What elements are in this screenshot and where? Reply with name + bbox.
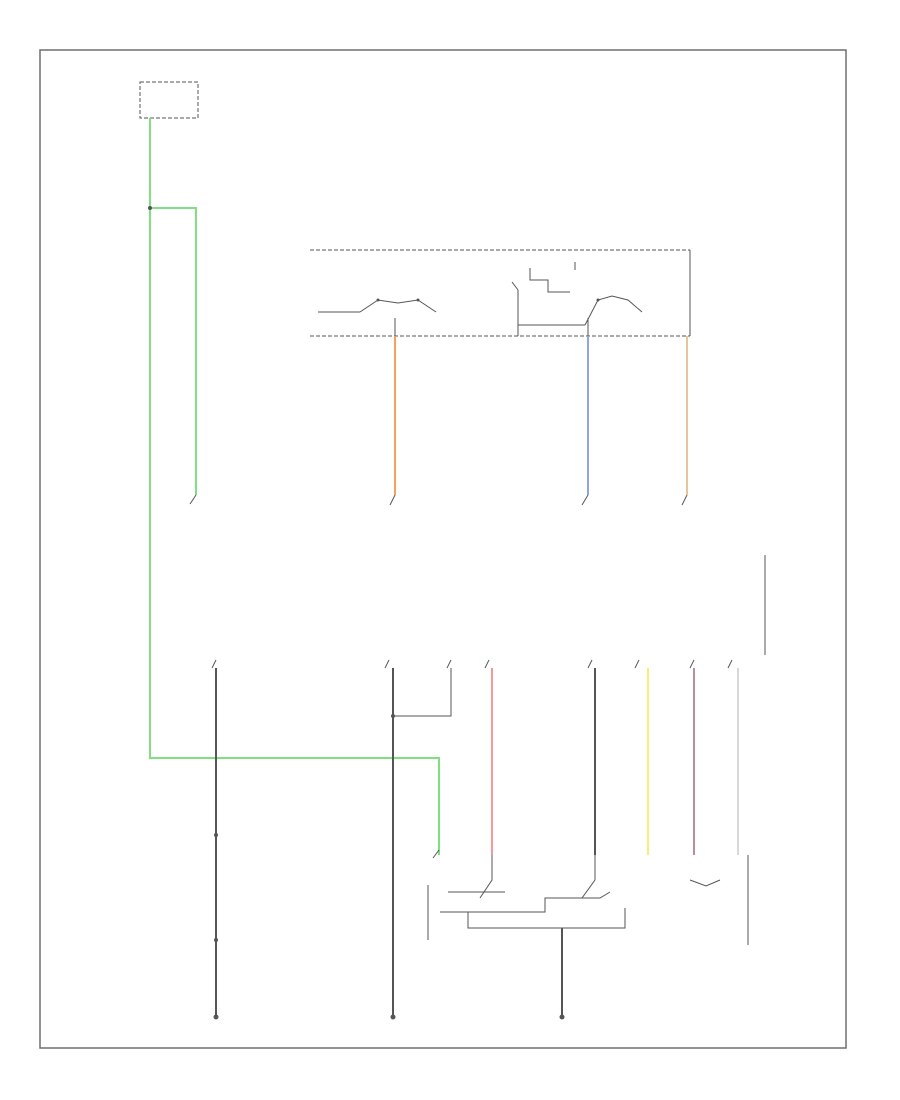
connector-a	[211, 659, 217, 669]
relay-arm	[511, 281, 519, 336]
top-switch-block	[310, 249, 691, 337]
left-switch-contact	[359, 299, 437, 313]
black-wire-jumper	[393, 668, 452, 717]
left-wire-splice-1	[214, 833, 218, 837]
orange-wire-connector	[389, 494, 396, 506]
ground-right	[559, 1014, 565, 1020]
green-wire-connector	[189, 494, 197, 505]
left-wire-splice-2	[214, 938, 218, 942]
right-switch-contact	[584, 295, 643, 326]
right-switch-pivot	[596, 298, 600, 302]
green-wire-branch	[150, 207, 197, 495]
green-wire-lower-connector	[432, 849, 440, 859]
diagram-frame	[39, 49, 847, 1049]
lower-switch-2-arm	[581, 855, 596, 899]
right-lower-switch	[689, 879, 721, 887]
lower-switch-bottom-link	[467, 908, 626, 929]
green-wire	[148, 118, 440, 859]
ground-center-dot	[390, 1014, 396, 1020]
ground-left	[213, 1014, 219, 1020]
connector-e	[587, 659, 593, 669]
tan-wire-connector	[681, 494, 688, 506]
lower-switch-mid-link	[440, 891, 611, 913]
ground-left-dot	[213, 1014, 219, 1020]
lower-connectors	[211, 659, 733, 669]
connector-c	[446, 659, 452, 669]
connector-d	[484, 659, 490, 669]
connector-f	[634, 659, 640, 669]
lower-switch-assembly	[427, 855, 749, 1015]
green-wire-splice	[148, 206, 152, 210]
upper-wires	[389, 336, 688, 506]
green-wire-main	[149, 118, 440, 855]
blue-wire-connector	[581, 494, 589, 506]
lower-wires	[214, 668, 739, 1015]
center-wire-splice	[391, 714, 395, 718]
relay-contact	[529, 268, 570, 293]
left-switch-pivot-2	[416, 298, 420, 302]
connector-g	[689, 659, 695, 669]
ground-right-dot	[559, 1014, 565, 1020]
left-switch-pivot	[376, 298, 380, 302]
connector-b	[384, 659, 390, 669]
connector-h	[727, 659, 733, 669]
top-left-module	[139, 81, 199, 119]
ground-center	[390, 1014, 396, 1020]
grounds	[213, 1014, 565, 1020]
top-left-module-box	[139, 81, 199, 119]
